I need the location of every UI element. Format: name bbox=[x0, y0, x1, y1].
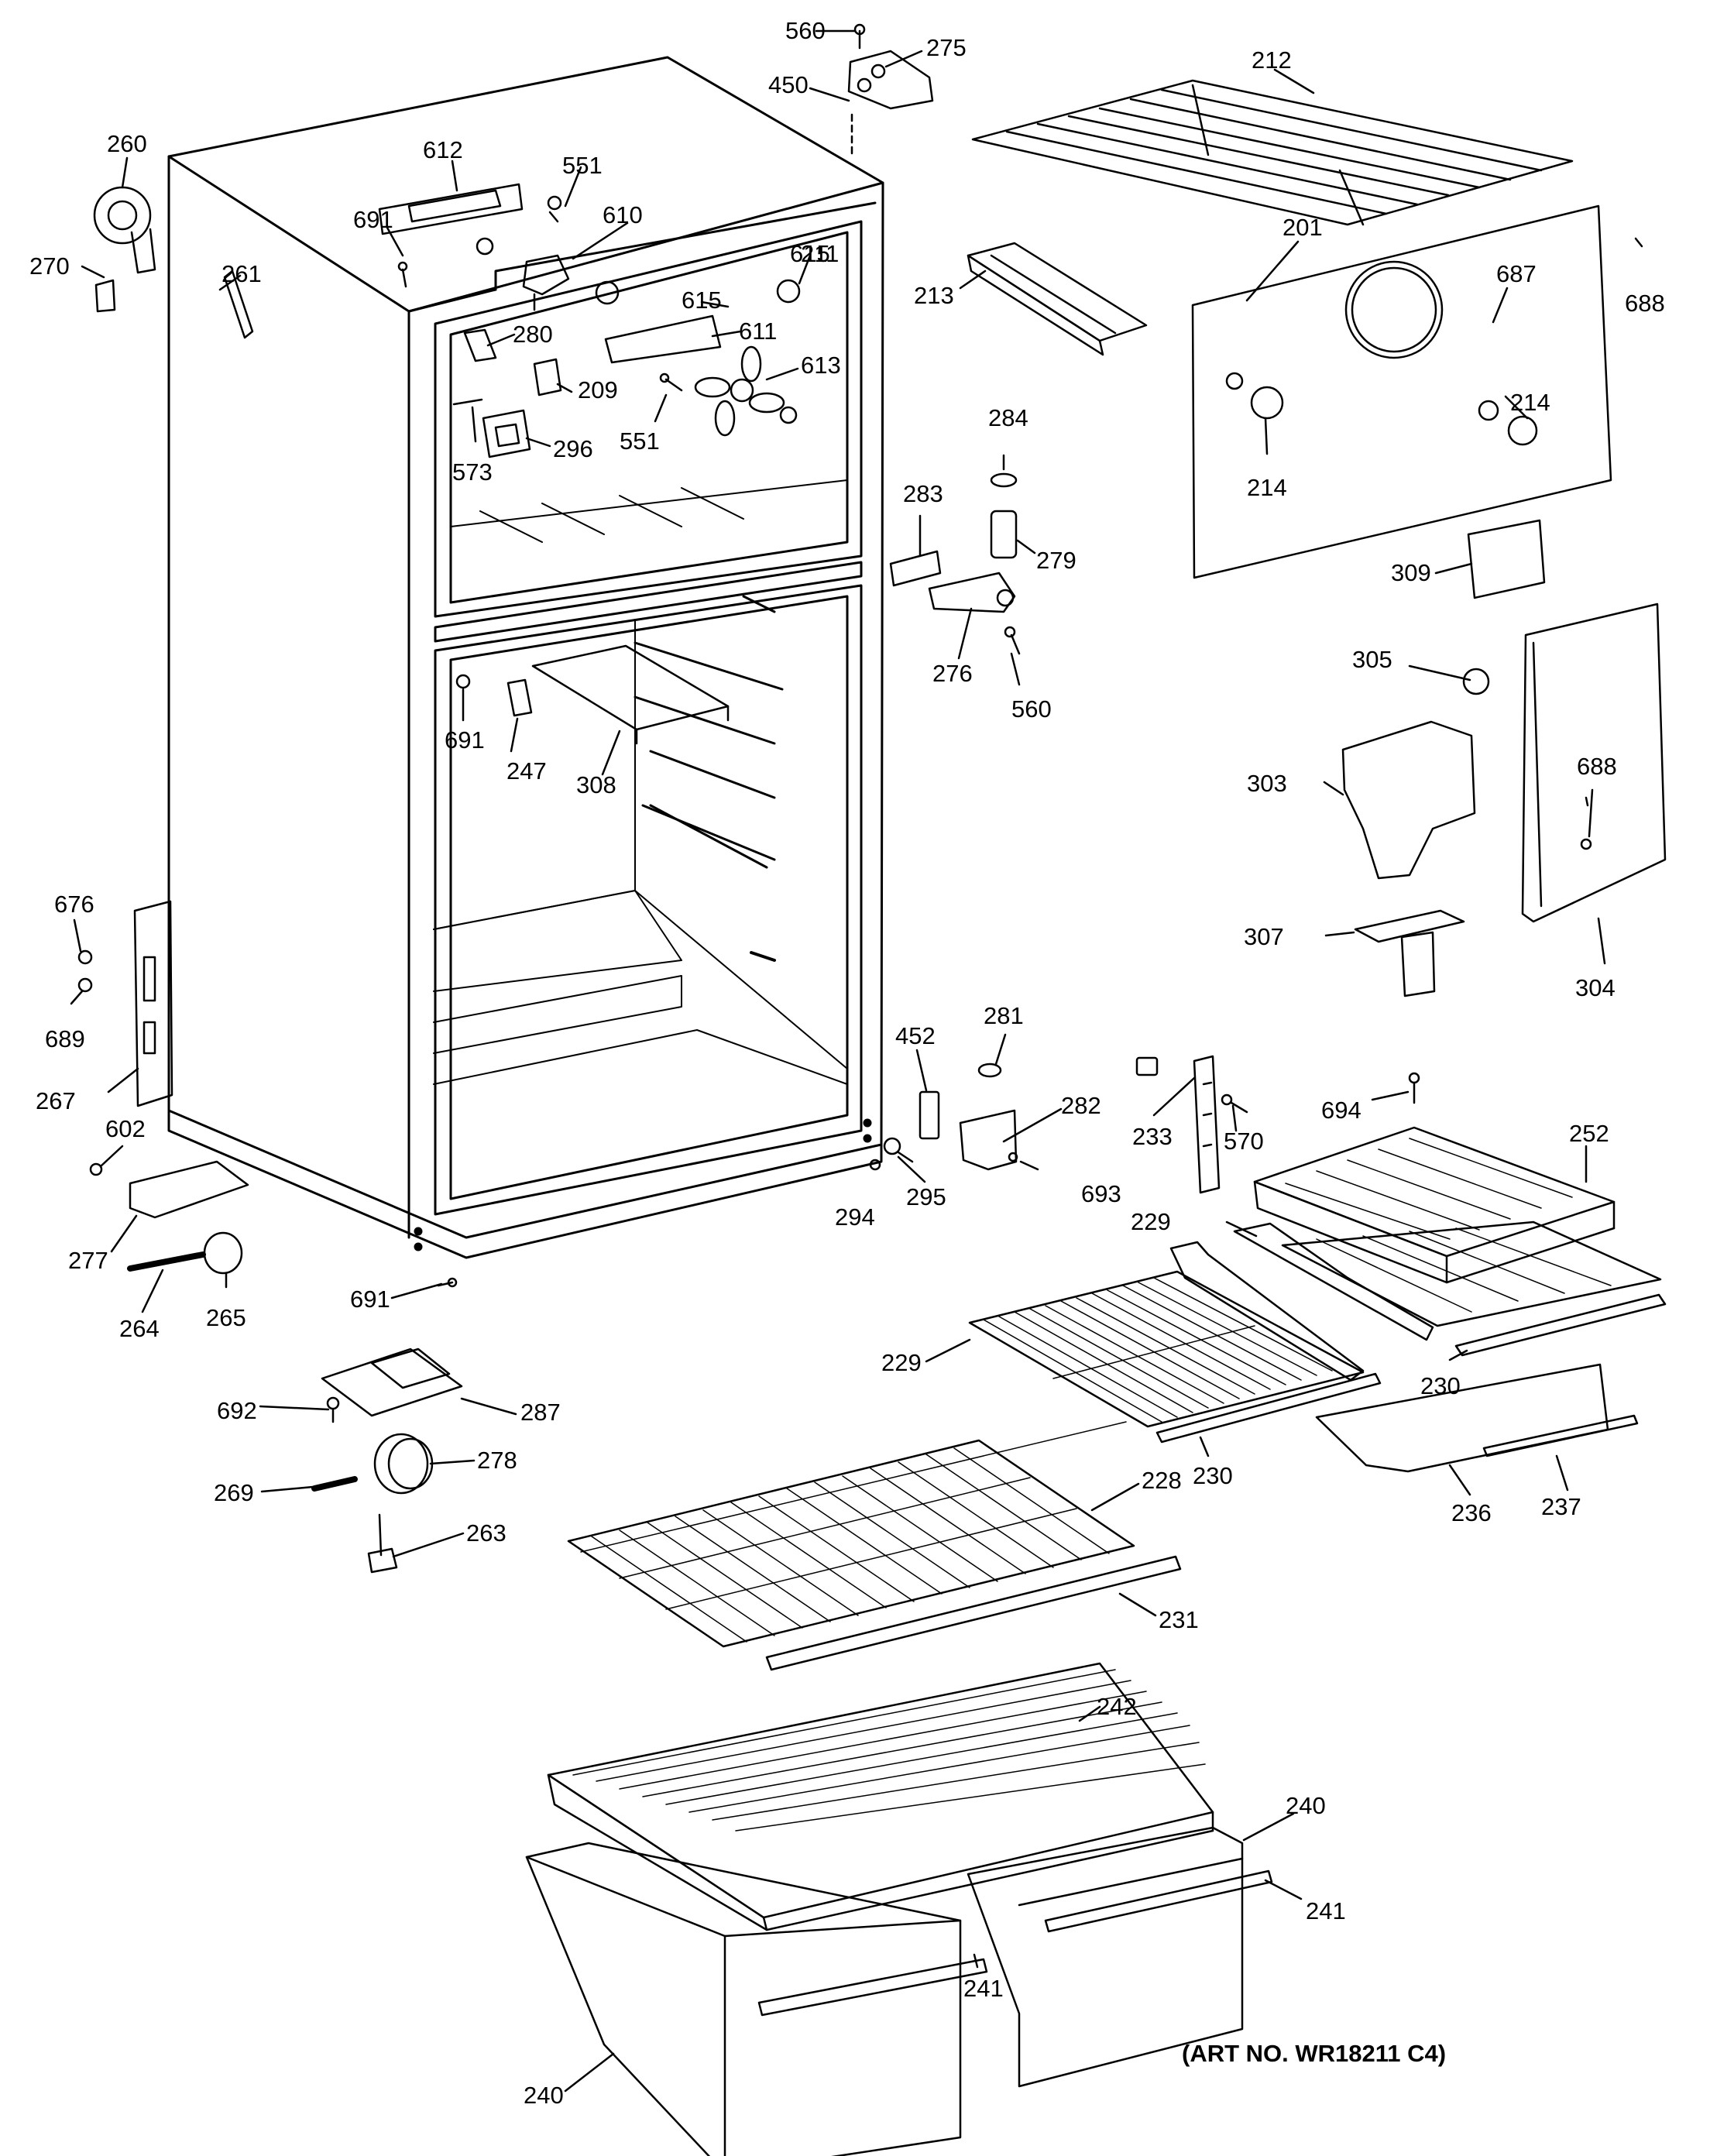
part-callout-280: 280 bbox=[513, 321, 553, 348]
part-callout-304: 304 bbox=[1575, 974, 1616, 1001]
part-callout-230: 230 bbox=[1193, 1462, 1233, 1489]
part-callout-252: 252 bbox=[1569, 1120, 1609, 1147]
part-callout-214: 214 bbox=[1510, 389, 1550, 416]
part-callout-307: 307 bbox=[1244, 923, 1284, 950]
part-callout-242: 242 bbox=[1097, 1693, 1137, 1720]
part-callout-236: 236 bbox=[1451, 1499, 1492, 1526]
part-callout-263: 263 bbox=[466, 1519, 506, 1547]
part-callout-551: 551 bbox=[562, 152, 603, 179]
part-callout-281: 281 bbox=[984, 1002, 1024, 1029]
part-callout-308: 308 bbox=[576, 771, 616, 798]
part-callout-676: 676 bbox=[54, 891, 94, 918]
part-callout-265: 265 bbox=[206, 1304, 246, 1331]
part-callout-241: 241 bbox=[1306, 1897, 1346, 1924]
part-callout-260: 260 bbox=[107, 130, 147, 157]
part-callout-275: 275 bbox=[926, 34, 967, 61]
part-callout-450: 450 bbox=[768, 71, 809, 98]
part-callout-602: 602 bbox=[105, 1115, 146, 1142]
part-callout-283: 283 bbox=[903, 480, 943, 507]
part-callout-688: 688 bbox=[1625, 290, 1665, 317]
part-callout-269: 269 bbox=[214, 1479, 254, 1506]
part-callout-692: 692 bbox=[217, 1397, 257, 1424]
part-callout-261: 261 bbox=[221, 260, 262, 287]
part-callout-309: 309 bbox=[1391, 559, 1431, 586]
part-callout-615: 615 bbox=[682, 287, 722, 314]
part-callout-560: 560 bbox=[785, 17, 826, 44]
component-glyphs bbox=[77, 23, 1667, 2156]
part-callout-277: 277 bbox=[68, 1247, 108, 1274]
part-callout-270: 270 bbox=[29, 252, 70, 280]
part-callout-213: 213 bbox=[914, 282, 954, 309]
part-callout-305: 305 bbox=[1352, 646, 1392, 673]
part-callout-229: 229 bbox=[881, 1349, 922, 1376]
part-callout-229: 229 bbox=[1131, 1208, 1171, 1235]
part-callout-294: 294 bbox=[835, 1203, 875, 1231]
part-callout-612: 612 bbox=[423, 136, 463, 163]
part-callout-691: 691 bbox=[445, 726, 485, 754]
part-callout-452: 452 bbox=[895, 1022, 936, 1049]
part-callout-276: 276 bbox=[932, 660, 973, 687]
part-callout-570: 570 bbox=[1224, 1128, 1264, 1155]
part-callout-228: 228 bbox=[1142, 1467, 1182, 1494]
part-callout-689: 689 bbox=[45, 1025, 85, 1052]
refrigerator-cabinet bbox=[167, 56, 884, 1259]
part-callout-201: 201 bbox=[1282, 214, 1323, 241]
part-callout-279: 279 bbox=[1036, 547, 1076, 574]
part-callout-691: 691 bbox=[350, 1286, 390, 1313]
part-callout-240: 240 bbox=[524, 2082, 564, 2109]
part-callout-214: 214 bbox=[1247, 474, 1287, 501]
part-callout-247: 247 bbox=[506, 757, 547, 784]
part-callout-241: 241 bbox=[963, 1975, 1004, 2002]
leader-lines bbox=[70, 29, 1643, 2092]
part-callout-687: 687 bbox=[1496, 260, 1537, 287]
part-callout-237: 237 bbox=[1541, 1493, 1581, 1520]
part-callout-613: 613 bbox=[801, 352, 841, 379]
part-callout-287: 287 bbox=[520, 1399, 561, 1426]
part-callout-209: 209 bbox=[578, 376, 618, 403]
part-callout-560: 560 bbox=[1011, 695, 1052, 723]
part-callout-615: 615 bbox=[790, 240, 830, 267]
part-callout-231: 231 bbox=[1159, 1606, 1199, 1633]
part-callout-295: 295 bbox=[906, 1183, 946, 1210]
art-number-credit: (ART NO. WR18211 C4) bbox=[1182, 2040, 1446, 2067]
part-callout-282: 282 bbox=[1061, 1092, 1101, 1119]
part-callout-230: 230 bbox=[1420, 1372, 1461, 1399]
part-callout-296: 296 bbox=[553, 435, 593, 462]
part-callout-278: 278 bbox=[477, 1447, 517, 1474]
part-callout-551: 551 bbox=[620, 427, 660, 455]
part-callout-688: 688 bbox=[1577, 753, 1617, 780]
part-callout-691: 691 bbox=[353, 206, 393, 233]
part-callout-694: 694 bbox=[1321, 1097, 1361, 1124]
part-callout-267: 267 bbox=[36, 1087, 76, 1114]
part-callout-233: 233 bbox=[1132, 1123, 1173, 1150]
part-callout-240: 240 bbox=[1286, 1792, 1326, 1819]
part-callout-303: 303 bbox=[1247, 770, 1287, 797]
part-callout-211: 211 bbox=[801, 240, 839, 267]
part-callout-264: 264 bbox=[119, 1315, 160, 1342]
part-callout-573: 573 bbox=[452, 458, 493, 486]
part-callout-610: 610 bbox=[603, 201, 643, 228]
part-callout-212: 212 bbox=[1252, 46, 1292, 74]
part-callout-611: 611 bbox=[739, 318, 777, 345]
part-callout-693: 693 bbox=[1081, 1180, 1121, 1207]
part-callout-284: 284 bbox=[988, 404, 1028, 431]
